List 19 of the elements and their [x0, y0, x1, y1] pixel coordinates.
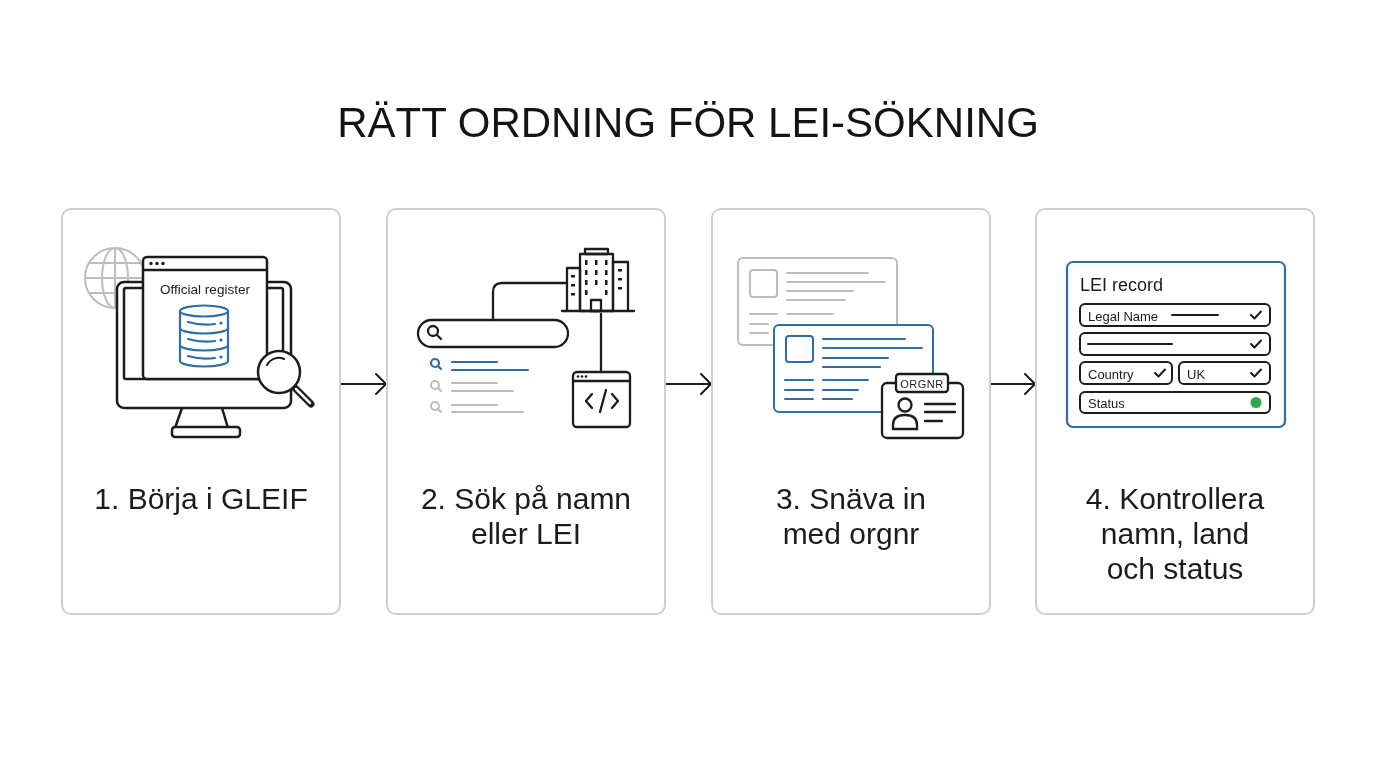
title: RÄTT ORDNING FÖR LEI-SÖKNING [337, 102, 1039, 144]
step-card [1035, 208, 1315, 615]
step-card [386, 208, 666, 615]
field-label: Legal Name [1088, 309, 1159, 322]
field-label: UK [1187, 367, 1206, 380]
step-label: 4. Kontrollera namn, land och status [1084, 481, 1266, 586]
step-card [61, 208, 341, 615]
record-heading: LEI record [1080, 276, 1164, 294]
field-label: Status [1088, 396, 1125, 410]
tag-text: ORGNR [900, 378, 944, 389]
arrow [340, 373, 387, 395]
step-label: 3. Snäva in med orgnr [774, 481, 928, 551]
step-label: 1. Börja i GLEIF [94, 481, 308, 516]
arrow [990, 373, 1036, 395]
step-card [711, 208, 991, 615]
step-label: 2. Sök på namn eller LEI [419, 481, 633, 551]
arrow [665, 373, 712, 395]
window-heading: Official register [160, 283, 250, 297]
field-label: Country [1088, 367, 1134, 380]
